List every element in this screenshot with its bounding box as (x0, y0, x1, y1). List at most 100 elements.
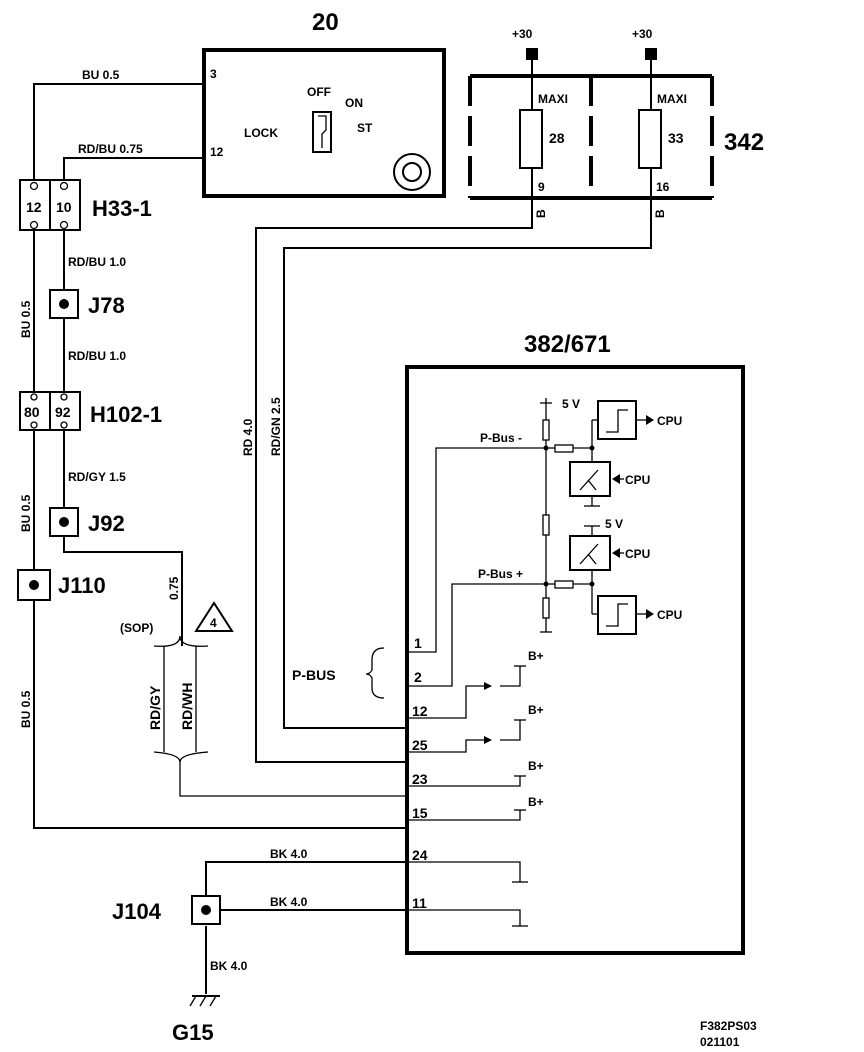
bplus-2: B+ (528, 703, 544, 717)
ignition-off: OFF (307, 85, 331, 99)
module-5v-bottom: 5 V (605, 517, 623, 531)
ignition-switch-box (202, 48, 446, 198)
wire-rd-4-0 (255, 206, 533, 763)
footer-date: 021101 (700, 1035, 740, 1049)
splice-j110-icon (17, 569, 51, 601)
ground-icon (189, 995, 220, 1007)
wire-label-bu-v1: BU 0.5 (19, 300, 33, 338)
supply-terminal-1 (526, 48, 538, 60)
wire-label-rdbu-a: RD/BU 1.0 (68, 255, 126, 269)
splice-j104-label: J104 (112, 899, 162, 924)
wire-label-rd-40: RD 4.0 (241, 418, 255, 456)
module-id: 382/671 (524, 331, 611, 358)
pbus-plus-label: P-Bus + (478, 567, 523, 581)
ignition-pin-12: 12 (210, 145, 224, 159)
h33-id: H33-1 (92, 196, 152, 221)
module-internal-circuit (540, 398, 654, 635)
fuse-1-number: 28 (549, 130, 565, 146)
wire-rdgn-2-5 (283, 206, 652, 729)
bplus-4: B+ (528, 795, 544, 809)
module-pin-11: 11 (412, 895, 427, 911)
ignition-lock: LOCK (244, 126, 278, 140)
pbus-minus-line (408, 447, 546, 653)
wire-b-2: B (653, 209, 667, 218)
wire-rdbu (63, 157, 204, 646)
fuse-2-pin: 16 (656, 180, 670, 194)
bplus-3: B+ (528, 759, 544, 773)
wire-bu-main (33, 83, 408, 829)
module-cpu-2: CPU (625, 473, 650, 487)
splice-j78-icon (49, 289, 79, 319)
splice-j104-icon (191, 895, 221, 925)
wire-rdgy-to-23 (179, 762, 408, 797)
key-slot-icon (312, 111, 332, 153)
splice-j92-icon (49, 507, 79, 537)
module-pin-2: 2 (414, 669, 422, 685)
module-cpu-1: CPU (657, 414, 682, 428)
wire-label-rdbu-b: RD/BU 1.0 (68, 349, 126, 363)
module-pin-15: 15 (412, 805, 428, 821)
wire-label-bu-v3: BU 0.5 (19, 690, 33, 728)
module-pin-1: 1 (414, 635, 422, 651)
h33-pin-a: 12 (26, 199, 42, 215)
wire-label-bu-top: BU 0.5 (82, 68, 120, 82)
pbus-plus-line (408, 583, 546, 687)
wire-label-rdgn-25: RD/GN 2.5 (269, 397, 283, 456)
fuse-28 (519, 109, 543, 169)
ground-g15-label: G15 (172, 1020, 214, 1045)
bplus-1: B+ (528, 649, 544, 663)
module-pin-12: 12 (412, 703, 428, 719)
fuse-2-type: MAXI (657, 92, 687, 106)
wire-bk-24 (205, 861, 408, 896)
fuse-box-outline (468, 74, 714, 200)
splice-j92-label: J92 (88, 511, 125, 536)
wire-label-bu-v2: BU 0.5 (19, 494, 33, 532)
wire-rdwh-label: RD/WH (179, 683, 195, 730)
wire-label-bk-c: BK 4.0 (210, 959, 248, 973)
h33-pin-b: 10 (56, 199, 72, 215)
h102-pin-b: 92 (55, 404, 71, 420)
wire-rdgy-label: RD/GY (147, 685, 163, 730)
wire-label-rdbu-075: RD/BU 0.75 (78, 142, 143, 156)
supply-2: +30 (632, 27, 653, 41)
module-pin-24: 24 (412, 847, 428, 863)
connector-h33-1 (19, 179, 81, 231)
sop-label: (SOP) (120, 621, 153, 635)
fuse-box-id: 342 (724, 129, 764, 156)
h102-id: H102-1 (90, 402, 162, 427)
wire-label-rdgy-15: RD/GY 1.5 (68, 470, 126, 484)
module-pin-25: 25 (412, 737, 428, 753)
h102-pin-a: 80 (24, 404, 40, 420)
connector-h102-1 (19, 391, 81, 431)
supply-1: +30 (512, 27, 533, 41)
note-number: 4 (210, 616, 217, 630)
pbus-minus-label: P-Bus - (480, 431, 522, 445)
module-cpu-3: CPU (625, 547, 650, 561)
wire-label-075: 0.75 (167, 576, 181, 600)
pbus-bracket (365, 647, 385, 699)
ignition-st: ST (357, 121, 373, 135)
wire-b-1: B (534, 209, 548, 218)
fuse-1-pin: 9 (538, 180, 545, 194)
ignition-pin-3: 3 (210, 67, 217, 81)
wire-label-bk-b: BK 4.0 (270, 895, 308, 909)
pbus-label: P-BUS (292, 667, 336, 683)
splice-j110-label: J110 (58, 573, 106, 598)
splice-j78-label: J78 (88, 293, 125, 318)
module-5v-top: 5 V (562, 397, 580, 411)
fuse-33 (638, 109, 662, 169)
lamp-icon (393, 153, 431, 191)
wire-label-bk-a: BK 4.0 (270, 847, 308, 861)
fuse-1-type: MAXI (538, 92, 568, 106)
fuse-2-number: 33 (668, 130, 684, 146)
sop-bracket (153, 635, 209, 763)
ignition-switch-id: 20 (312, 9, 339, 36)
bplus-switches (408, 665, 528, 927)
ignition-on: ON (345, 96, 363, 110)
note-triangle-icon (194, 601, 234, 632)
module-cpu-4: CPU (657, 608, 682, 622)
module-pin-23: 23 (412, 771, 428, 787)
module-box (405, 365, 745, 955)
footer-code: F382PS03 (700, 1019, 757, 1033)
